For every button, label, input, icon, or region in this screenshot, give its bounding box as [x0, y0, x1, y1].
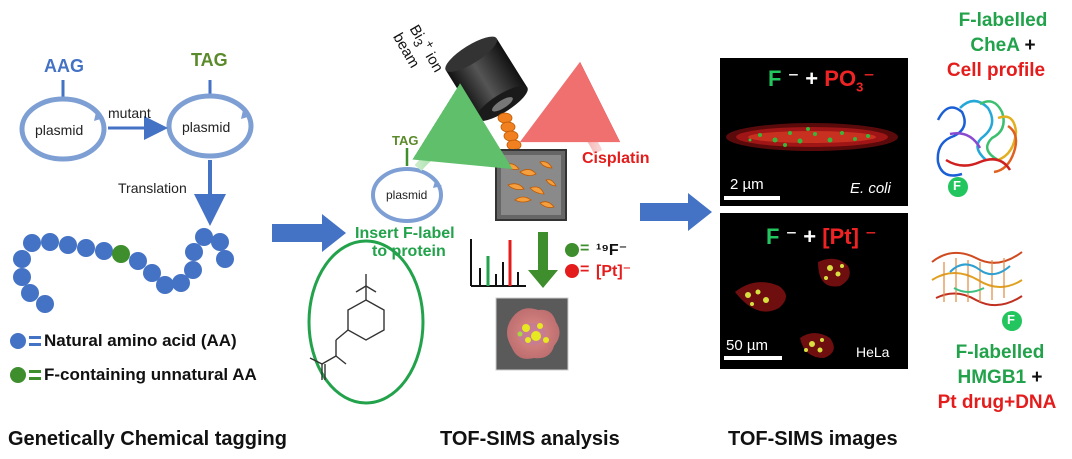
- legend-f-label: F-containing unnatural AA: [44, 365, 257, 384]
- caption-genetic-tagging: Genetically Chemical tagging: [8, 428, 287, 450]
- ion-gun: [445, 36, 528, 122]
- codon-aag: AAG: [44, 56, 84, 76]
- plasmid-a: [19, 80, 107, 162]
- fluorophenylalanine-structure: [307, 239, 425, 405]
- analysis-arrow: [528, 232, 558, 288]
- hmgb1-f-badge-label: F: [1007, 312, 1015, 327]
- translation-label: Translation: [118, 180, 187, 196]
- legend-f19-eq: =: [580, 240, 590, 257]
- chea-structure: [936, 99, 1018, 177]
- caption-tofsims-images: TOF-SIMS images: [728, 428, 898, 450]
- plasmid-a-label: plasmid: [35, 122, 84, 138]
- plasmid-b-label: plasmid: [182, 119, 231, 135]
- insert-label-1: Insert F-label: [355, 225, 455, 242]
- insert-arrow: [412, 83, 513, 171]
- plasmid-b: [166, 80, 254, 159]
- legend-natural-dot: [10, 333, 26, 349]
- legend-pt-eq: =: [580, 261, 590, 278]
- legend-f-dot: [10, 367, 26, 383]
- ecoli-scale-label: 2 µm: [730, 176, 764, 193]
- cisplatin-arrow: [519, 61, 621, 154]
- chea-f-badge-label: F: [953, 178, 961, 193]
- legend-f19-dot: [565, 243, 579, 257]
- hela-channel-label: F ⁻ + [Pt] ⁻: [766, 224, 877, 249]
- ecoli-organism-label: E. coli: [850, 180, 891, 197]
- hmgb1-title-2: HMGB1 +: [957, 367, 1043, 388]
- flow-arrow-2: [640, 193, 712, 231]
- codon-tag: TAG: [191, 50, 228, 70]
- plasmid-small-label: plasmid: [386, 188, 428, 202]
- hmgb1-f-badge: [1002, 311, 1022, 331]
- legend-pt-dot: [565, 264, 579, 278]
- legend-f19-label: ¹⁹F⁻: [596, 242, 628, 259]
- chea-f-badge: [948, 177, 968, 197]
- ecoli-channel-label: F ⁻ + PO3⁻: [768, 66, 875, 95]
- insert-label-2: to protein: [372, 243, 446, 260]
- amino-acid-chain: [13, 228, 234, 313]
- chea-title-2: CheA +: [970, 35, 1036, 56]
- cisplatin-label: Cisplatin: [582, 150, 650, 167]
- plasmid-small: [371, 148, 443, 223]
- caption-tofsims-analysis: TOF-SIMS analysis: [440, 428, 620, 450]
- legend-natural-label: Natural amino acid (AA): [44, 331, 237, 350]
- hela-scale-label: 50 µm: [726, 337, 768, 354]
- hmgb1-title-1: F-labelled: [955, 342, 1045, 363]
- sample-holder: [495, 149, 567, 221]
- legend-pt-label: [Pt]⁻: [596, 263, 632, 280]
- hmgb1-title-3: Pt drug+DNA: [937, 392, 1057, 413]
- hmgb1-structure: [931, 251, 1023, 307]
- mass-spectrum: [470, 239, 526, 287]
- cell-image: [495, 297, 569, 371]
- tofsims-image-ecoli: [720, 58, 908, 206]
- codon-tag-small: TAG: [392, 133, 419, 148]
- tofsims-image-hela: [720, 213, 908, 369]
- chea-title-1: F-labelled: [958, 10, 1048, 31]
- flow-arrow-1: [272, 214, 346, 252]
- mutant-label: mutant: [108, 105, 151, 121]
- chea-title-3: Cell profile: [946, 60, 1046, 81]
- hela-organism-label: HeLa: [856, 344, 890, 360]
